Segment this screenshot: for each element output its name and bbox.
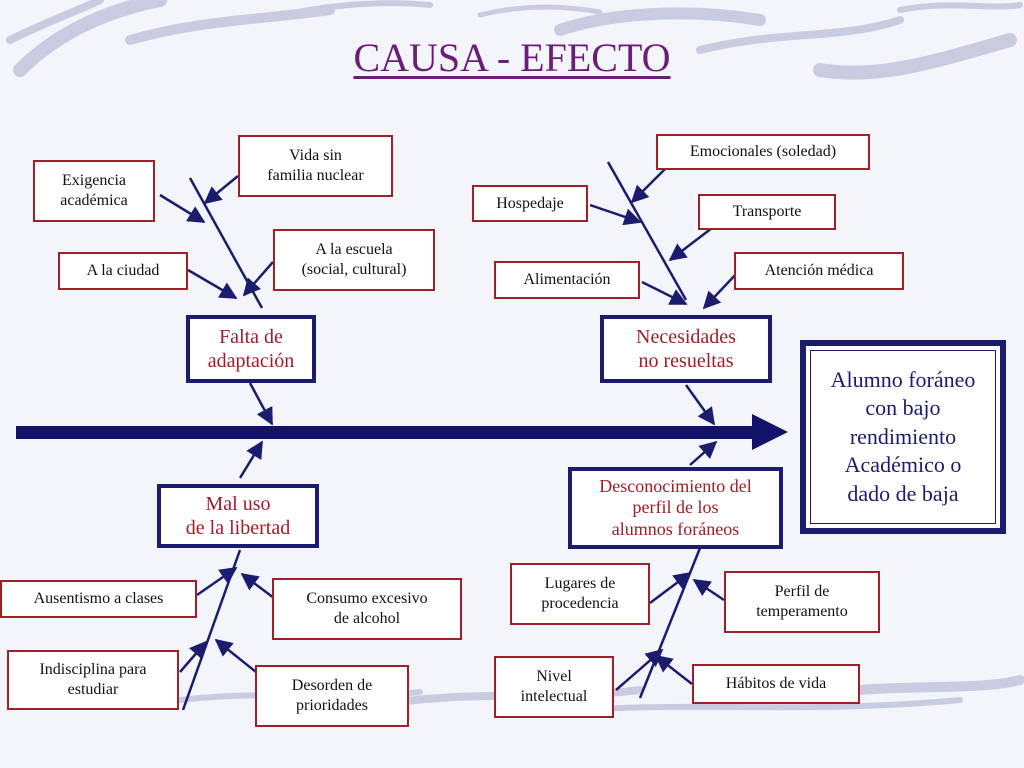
category-label: Mal uso de la libertad (185, 493, 291, 539)
arrow-ausentismo (196, 566, 238, 597)
category-label: Falta de adaptación (207, 326, 295, 372)
arrow-indisciplina (179, 640, 208, 673)
arrow-transporte (668, 227, 713, 262)
arrow-alimentacion (641, 280, 688, 306)
category-label: Desconocimiento del perfil de los alumno… (599, 475, 752, 539)
arrow-lugares (649, 571, 692, 604)
arrow-falta-to-spine (248, 382, 274, 426)
cause-consumo-alcohol: Consumo excesivo de alcohol (272, 578, 462, 640)
arrow-vida-sin-familia (203, 175, 239, 205)
arrow-mal-uso-to-spine (238, 440, 264, 479)
arrow-emocionales (630, 167, 667, 204)
arrow-desconocimiento-to-spine (689, 440, 718, 466)
arrow-a-la-ciudad (187, 268, 238, 300)
cause-exigencia: Exigencia académica (33, 160, 155, 222)
arrow-hospedaje (589, 203, 642, 226)
arrow-nivel (615, 648, 664, 691)
cause-vida-sin-familia: Vida sin familia nuclear (238, 135, 393, 197)
arrow-exigencia (159, 193, 206, 224)
arrow-desorden (214, 638, 257, 673)
arrow-habitos (654, 654, 693, 685)
arrow-consumo (240, 572, 275, 599)
cause-nivel-intelectual: Nivel intelectual (494, 656, 614, 718)
category-desconocimiento: Desconocimiento del perfil de los alumno… (568, 467, 783, 549)
category-necesidades: Necesidades no resueltas (600, 315, 772, 383)
bone-necesidades (606, 161, 688, 301)
effect-label: Alumno foráneo con bajo rendimiento Acad… (830, 366, 976, 506)
cause-a-la-ciudad: A la ciudad (58, 252, 188, 290)
arrow-a-la-escuela (242, 261, 274, 297)
cause-habitos-vida: Hábitos de vida (692, 664, 860, 704)
arrow-perfil (692, 578, 725, 602)
cause-emocionales: Emocionales (soledad) (656, 134, 870, 170)
cause-ausentismo: Ausentismo a clases (0, 580, 197, 618)
arrow-necesidades-to-spine (684, 384, 716, 426)
cause-a-la-escuela: A la escuela (social, cultural) (273, 229, 435, 291)
cause-transporte: Transporte (698, 194, 836, 230)
cause-desorden: Desorden de prioridades (255, 665, 409, 727)
arrow-atencion-medica (702, 271, 739, 310)
category-falta-adaptacion: Falta de adaptación (186, 315, 316, 383)
cause-atencion-medica: Atención médica (734, 252, 904, 290)
category-label: Necesidades no resueltas (636, 326, 736, 372)
main-spine-arrow (16, 414, 788, 450)
cause-lugares-procedencia: Lugares de procedencia (510, 563, 650, 625)
bone-mal-uso (181, 549, 242, 711)
cause-indisciplina: Indisciplina para estudiar (7, 650, 179, 710)
cause-alimentacion: Alimentación (494, 261, 640, 299)
effect-box: Alumno foráneo con bajo rendimiento Acad… (800, 340, 1006, 534)
page-title: CAUSA - EFECTO (353, 35, 671, 80)
cause-hospedaje: Hospedaje (472, 185, 588, 222)
category-mal-uso: Mal uso de la libertad (157, 484, 319, 548)
cause-perfil-temperamento: Perfil de temperamento (724, 571, 880, 633)
